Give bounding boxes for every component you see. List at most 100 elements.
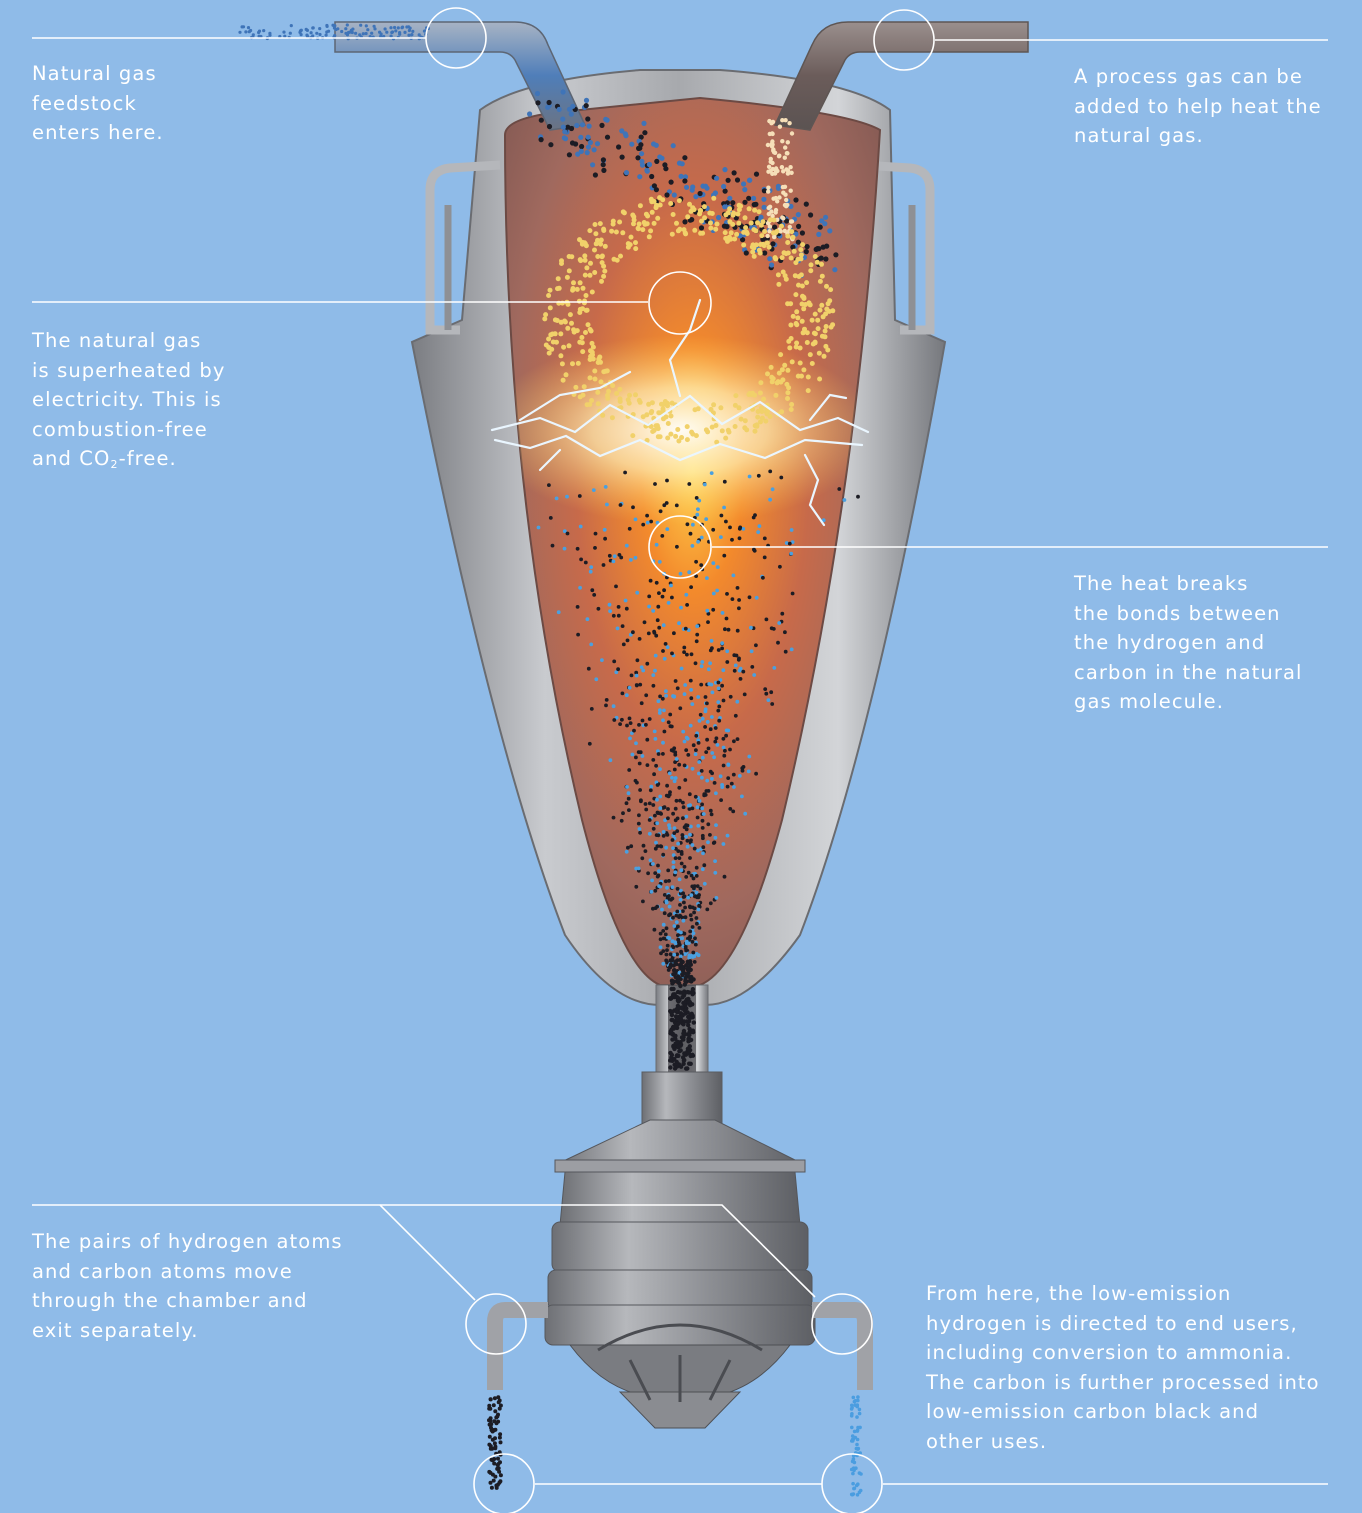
falling-particle [690,652,694,656]
hydrogen-particle [656,434,661,439]
falling-particle [648,717,652,721]
hydrogen-particle [593,377,598,382]
falling-particle [726,834,730,838]
hydrogen-output-particle [851,1439,855,1443]
falling-particle [717,719,721,723]
hydrogen-particle [800,284,805,289]
hydrogen-particle [811,342,816,347]
methane-particle [647,162,652,167]
hydrogen-particle [704,427,709,432]
falling-particle [732,653,736,657]
hydrogen-particle [648,228,653,233]
falling-particle [657,884,661,888]
methane-particle [679,174,684,179]
methane-particle [586,135,591,140]
falling-particle [652,684,656,688]
falling-particle [664,933,668,937]
carbon-output-particle [495,1414,499,1418]
hydrogen-particle [737,203,742,208]
hydrogen-particle [759,233,764,238]
carbon-particle [668,1065,672,1069]
hydrogen-particle [711,402,716,407]
hydrogen-output-particle [850,1407,854,1411]
hydrogen-particle [789,256,794,261]
methane-particle [586,145,591,150]
methane-particle [327,30,330,33]
falling-particle [737,598,741,602]
falling-particle [563,547,567,551]
carbon-particle [688,1000,692,1004]
methane-particle [716,215,721,220]
falling-particle [690,918,694,922]
falling-particle [702,812,706,816]
falling-particle [779,476,783,480]
hydrogen-particle [559,261,564,266]
hydrogen-particle [611,219,616,224]
hydrogen-particle [729,230,734,235]
falling-particle [644,802,648,806]
falling-particle [757,474,761,478]
hydrogen-particle [571,280,576,285]
hydrogen-particle [609,229,614,234]
hydrogen-particle [791,314,796,319]
falling-particle [637,867,641,871]
hydrogen-particle [637,222,642,227]
hydrogen-particle [553,331,558,336]
methane-particle [340,30,343,33]
falling-particle [697,893,701,897]
falling-particle [717,648,721,652]
falling-particle [720,684,724,688]
falling-particle [701,819,705,823]
hydrogen-particle [819,303,824,308]
falling-particle [679,898,683,902]
carbon-particle [690,992,694,996]
falling-particle [627,808,631,812]
methane-particle [804,202,809,207]
falling-particle [603,537,607,541]
falling-particle [612,614,616,618]
hydrogen-particle [801,295,806,300]
methane-particle [832,267,837,272]
falling-particle [772,666,776,670]
falling-particle [717,687,721,691]
hydrogen-particle [694,433,699,438]
falling-particle [754,643,758,647]
hydrogen-particle [804,280,809,285]
methane-particle [311,34,314,37]
falling-particle [752,548,756,552]
falling-particle [685,940,689,944]
falling-particle [555,497,559,501]
hydrogen-particle [793,260,798,265]
falling-particle [635,781,639,785]
hydrogen-particle [726,210,731,215]
process-gas-particle [780,165,784,169]
methane-particle [362,32,365,35]
process-gas-particle [766,189,770,193]
falling-particle [684,835,688,839]
hydrogen-output-particle [856,1493,860,1497]
methane-particle [808,212,813,217]
carbon-output-particle [494,1484,498,1488]
hydrogen-particle [793,273,798,278]
carbon-output-marker [474,1454,534,1513]
callout-process-gas: A process gas can be added to help heat … [1074,62,1359,151]
falling-particle [719,798,723,802]
falling-particle [676,849,680,853]
hydrogen-particle [788,323,793,328]
process-gas-particle [773,151,777,155]
methane-particle [318,27,321,30]
falling-particle [631,505,635,509]
falling-particle [649,788,653,792]
process-gas-particle [783,193,787,197]
falling-particle [684,815,688,819]
falling-particle [767,698,771,702]
falling-particle [671,812,675,816]
falling-particle [657,833,661,837]
falling-particle [722,746,726,750]
falling-particle [721,611,725,615]
falling-particle [710,471,714,475]
falling-particle [629,844,633,848]
carbon-output-particle [489,1397,493,1401]
falling-particle [634,756,638,760]
methane-particle [833,252,838,257]
